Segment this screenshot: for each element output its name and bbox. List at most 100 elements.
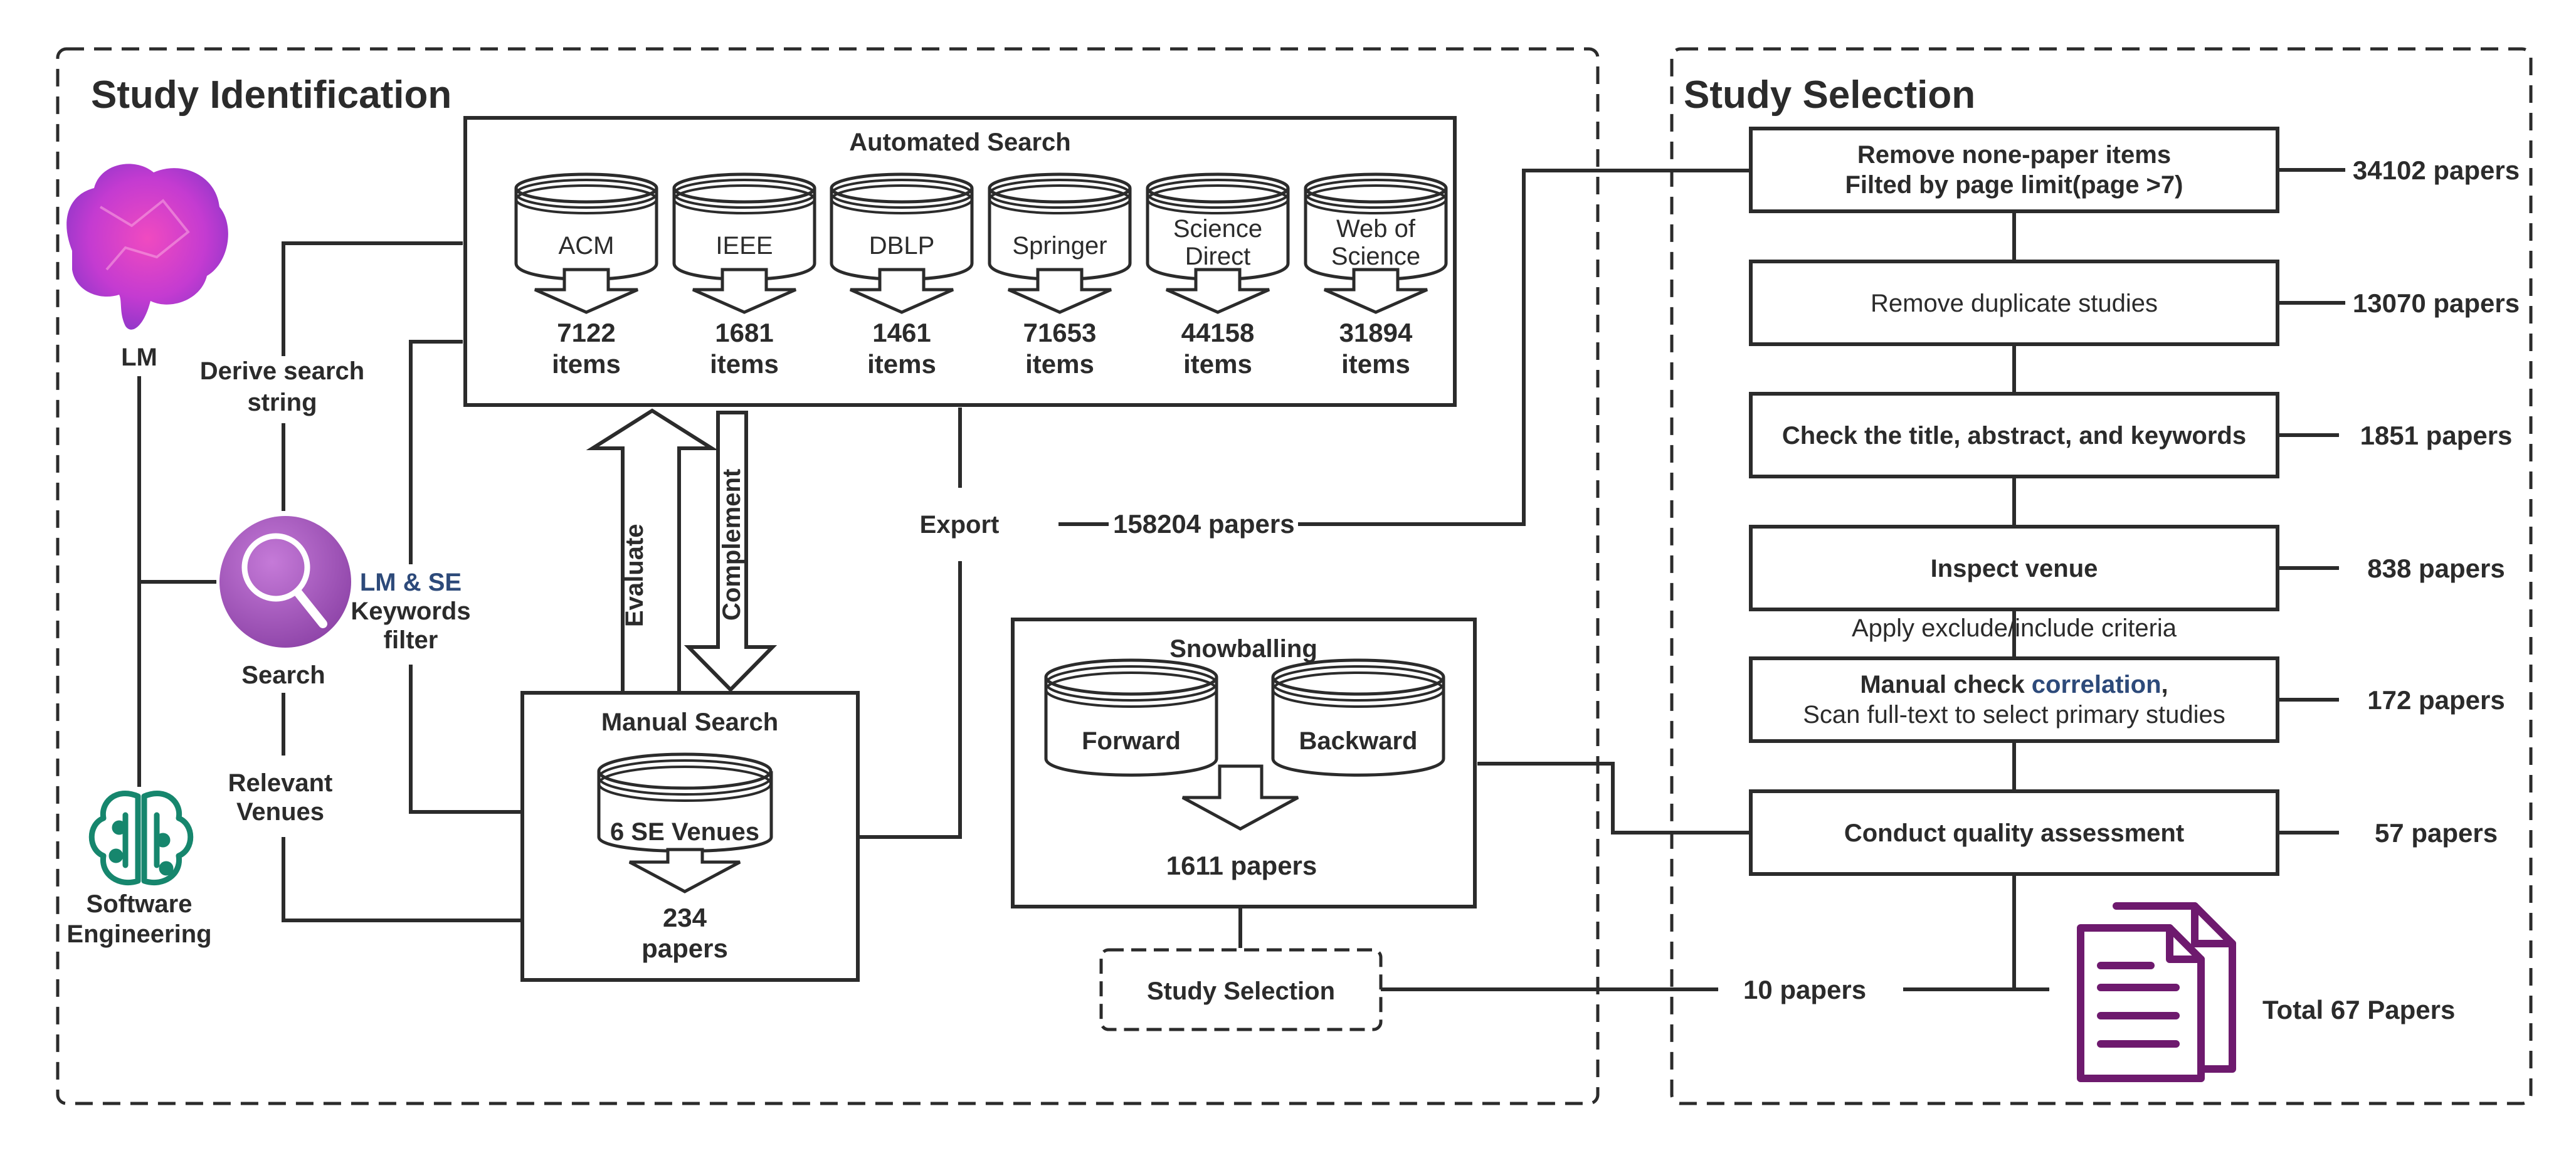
- manual-to-export-arrow: [859, 561, 962, 839]
- database-count: 1461: [872, 318, 931, 347]
- database-count: 1681: [715, 318, 773, 347]
- selection-step-3: Inspect venue 838 papers: [1749, 525, 2505, 657]
- search-label: Search: [241, 661, 325, 689]
- database-down-arrow: [1165, 268, 1270, 314]
- database-name: IEEE: [715, 232, 773, 260]
- relevant-label-2: Venues: [236, 798, 324, 826]
- filter-label-2: Keywords: [351, 598, 470, 625]
- export-count: 158204 papers: [1113, 509, 1295, 539]
- database-name-line2: Direct: [1185, 243, 1250, 270]
- forward-label: Forward: [1082, 727, 1181, 755]
- software-engineering-icon: [88, 790, 194, 886]
- database-unit: items: [867, 349, 936, 379]
- step-line1: Conduct quality assessment: [1844, 819, 2184, 847]
- derive-label-2: string: [247, 389, 317, 416]
- brain-icon: [66, 164, 228, 330]
- database-count: 7122: [557, 318, 615, 347]
- database-down-arrow: [1323, 268, 1428, 314]
- search-icon: [219, 516, 351, 648]
- study-identification-frame: [56, 47, 1600, 1105]
- step-line1: Manual check correlation,: [1860, 671, 2168, 698]
- step-line1: Check the title, abstract, and keywords: [1782, 422, 2246, 450]
- step-line1-c: ,: [2162, 671, 2168, 698]
- step-line1: Remove none-paper items: [1857, 141, 2171, 169]
- manual-down-arrow: [628, 848, 741, 893]
- step-result: 838 papers: [2367, 554, 2505, 583]
- total-papers-label: Total 67 Papers: [2262, 995, 2455, 1024]
- backward-label: Backward: [1299, 727, 1418, 755]
- document-icon: [2077, 902, 2236, 1082]
- step-result: 172 papers: [2367, 685, 2505, 715]
- derive-to-automated-arrow: [282, 241, 463, 356]
- snowballing-down-arrow: [1181, 764, 1299, 831]
- se-venues-label: 6 SE Venues: [610, 818, 759, 846]
- complement-arrow-shape: [684, 411, 778, 693]
- database-cylinders: ACM7122itemsIEEE1681itemsDBLP1461itemsSp…: [514, 172, 1448, 379]
- step-line1: Remove duplicate studies: [1871, 290, 2158, 317]
- database-count: 44158: [1181, 318, 1255, 347]
- database-unit: items: [1341, 349, 1410, 379]
- manual-unit: papers: [641, 934, 728, 963]
- database-name: DBLP: [869, 232, 935, 260]
- step-result: 57 papers: [2375, 818, 2498, 848]
- export-to-selection-arrow: [1298, 169, 1750, 526]
- database-unit: items: [710, 349, 779, 379]
- lm-label: LM: [121, 344, 157, 371]
- database-count: 71653: [1023, 318, 1097, 347]
- backward-cylinder: [1271, 658, 1445, 777]
- selection-step-1: Remove duplicate studies 13070 papers: [1749, 260, 2520, 392]
- manual-search-title: Manual Search: [601, 708, 778, 736]
- step-line1-b: correlation: [2032, 671, 2162, 698]
- study-selection-title: Study Selection: [1684, 73, 1975, 117]
- automated-search-title: Automated Search: [849, 129, 1070, 156]
- database-down-arrow: [849, 268, 954, 314]
- selection-step-4: Manual check correlation, Scan full-text …: [1749, 656, 2505, 790]
- database-unit: items: [1183, 349, 1252, 379]
- database-unit: items: [1025, 349, 1094, 379]
- manual-count: 234: [663, 903, 707, 932]
- database-count: 31894: [1339, 318, 1413, 347]
- step-result: 34102 papers: [2353, 155, 2520, 185]
- ten-papers-label: 10 papers: [1743, 975, 1866, 1004]
- filter-to-automated-arrow: [409, 340, 463, 564]
- se-venues-cylinder: [597, 752, 773, 853]
- complement-label: Complement: [718, 469, 746, 621]
- study-selection-box-label: Study Selection: [1147, 977, 1335, 1005]
- step-result: 1851 papers: [2360, 421, 2513, 450]
- step-result: 13070 papers: [2353, 288, 2520, 318]
- study-selection-frame: [1670, 47, 2533, 1105]
- database-name-line2: Science: [1331, 243, 1420, 270]
- study-selection-box: [1099, 948, 1383, 1031]
- database-down-arrow: [534, 268, 639, 314]
- database-name-line1: Science: [1173, 215, 1262, 243]
- export-label: Export: [920, 511, 1000, 539]
- forward-cylinder: [1044, 658, 1218, 777]
- selection-step-5: Conduct quality assessment 57 papers: [1749, 789, 2498, 876]
- evaluate-arrow: [586, 408, 719, 695]
- derive-label-1: Derive search: [200, 357, 364, 385]
- database-down-arrow: [692, 268, 797, 314]
- database-name: ACM: [559, 232, 615, 260]
- venues-to-manual-arrow: [282, 837, 521, 922]
- step-line1: Inspect venue: [1931, 555, 2098, 582]
- quality-to-snowballing-arrow: [1477, 762, 1750, 834]
- snowballing-count: 1611 papers: [1166, 851, 1317, 880]
- database-name-line1: Web of: [1336, 215, 1416, 243]
- step-line2: Filted by page limit(page >7): [1845, 171, 2183, 199]
- software-engineering-label-1: Software: [87, 890, 193, 918]
- step-line1-a: Manual check: [1860, 671, 2031, 698]
- snowballing-title: Snowballing: [1169, 635, 1317, 663]
- step-line2: Scan full-text to select primary studies: [1803, 701, 2225, 729]
- database-unit: items: [552, 349, 621, 379]
- database-name: Springer: [1012, 232, 1107, 260]
- evaluate-label: Evaluate: [621, 524, 648, 627]
